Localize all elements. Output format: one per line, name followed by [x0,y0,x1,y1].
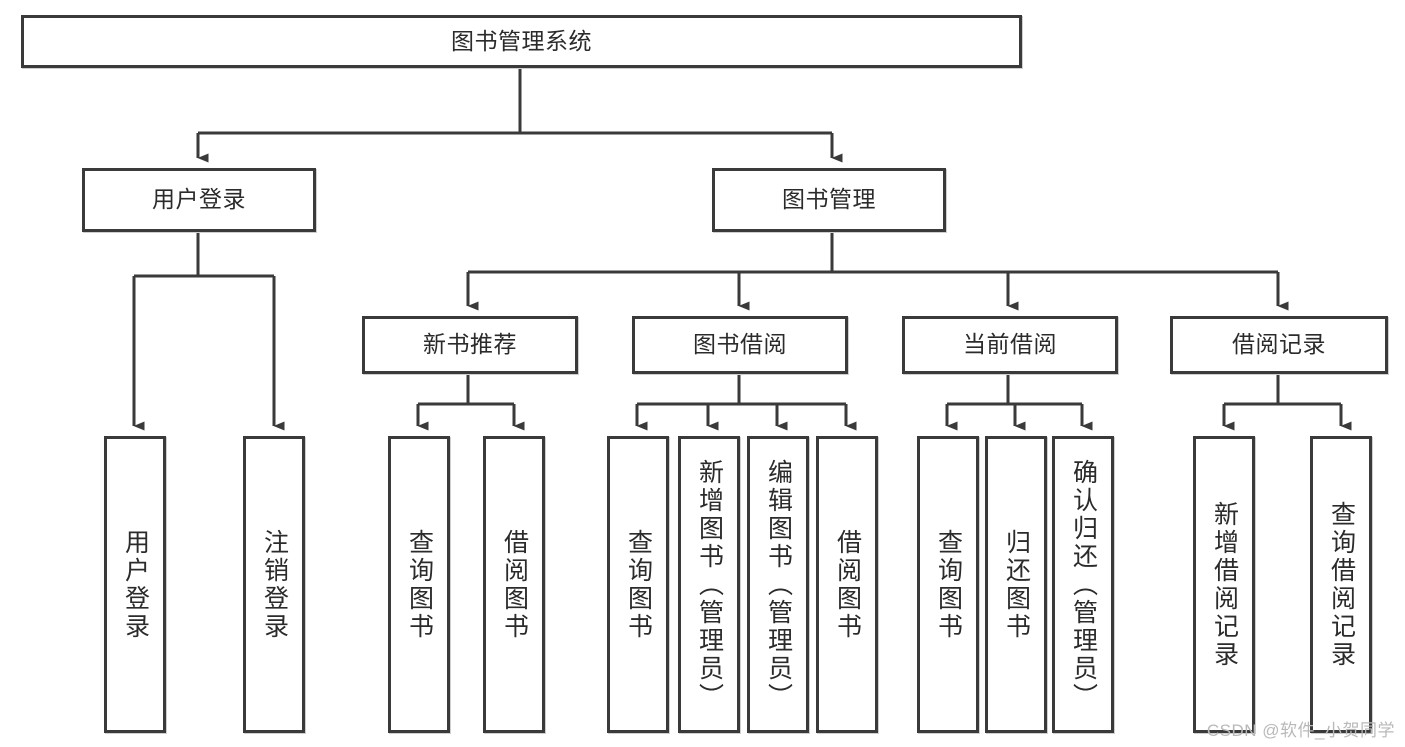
leaf-edit-book-admin[interactable]: 编辑图书（管理员） [747,436,809,733]
node-book-borrow[interactable]: 图书借阅 [632,316,848,374]
leaf-query-book-current-label: 查询图书 [934,528,963,641]
leaf-logout[interactable]: 注销登录 [243,436,305,733]
leaf-add-book-admin[interactable]: 新增图书（管理员） [678,436,740,733]
node-user-login[interactable]: 用户登录 [82,168,316,232]
watermark: CSDN @软件_小贺同学 [1206,721,1395,740]
leaf-return-book-label: 归还图书 [1002,528,1031,641]
leaf-confirm-return-admin-label: 确认归还（管理员） [1069,458,1098,711]
node-book-management-label: 图书管理 [782,186,876,213]
node-book-borrow-label: 图书借阅 [693,331,787,358]
leaf-edit-book-admin-label: 编辑图书（管理员） [764,458,793,711]
node-user-login-label: 用户登录 [152,186,246,213]
leaf-query-book-newbook-label: 查询图书 [405,528,434,641]
leaf-user-login[interactable]: 用户登录 [104,436,166,733]
leaf-borrow-book-borrow[interactable]: 借阅图书 [816,436,878,733]
node-new-book-recommend-label: 新书推荐 [423,331,517,358]
leaf-confirm-return-admin[interactable]: 确认归还（管理员） [1052,436,1114,733]
leaf-add-borrow-record-label: 新增借阅记录 [1210,500,1239,669]
leaf-user-login-label: 用户登录 [121,528,150,641]
leaf-query-book-newbook[interactable]: 查询图书 [388,436,450,733]
leaf-borrow-book-newbook-label: 借阅图书 [500,528,529,641]
leaf-query-borrow-record-label: 查询借阅记录 [1327,500,1356,669]
leaf-borrow-book-newbook[interactable]: 借阅图书 [483,436,545,733]
leaf-logout-label: 注销登录 [260,528,289,641]
node-current-borrow[interactable]: 当前借阅 [902,316,1118,374]
leaf-query-book-current[interactable]: 查询图书 [917,436,979,733]
node-borrow-records[interactable]: 借阅记录 [1170,316,1388,374]
leaf-return-book[interactable]: 归还图书 [985,436,1047,733]
leaf-add-book-admin-label: 新增图书（管理员） [695,458,724,711]
node-root-label: 图书管理系统 [451,27,592,54]
node-root[interactable]: 图书管理系统 [21,15,1022,68]
node-book-management[interactable]: 图书管理 [712,168,946,232]
leaf-borrow-book-borrow-label: 借阅图书 [833,528,862,641]
node-borrow-records-label: 借阅记录 [1232,331,1326,358]
leaf-query-book-borrow[interactable]: 查询图书 [607,436,669,733]
leaf-add-borrow-record[interactable]: 新增借阅记录 [1193,436,1255,733]
node-new-book-recommend[interactable]: 新书推荐 [362,316,578,374]
node-current-borrow-label: 当前借阅 [963,331,1057,358]
leaf-query-book-borrow-label: 查询图书 [624,528,653,641]
leaf-query-borrow-record[interactable]: 查询借阅记录 [1310,436,1372,733]
